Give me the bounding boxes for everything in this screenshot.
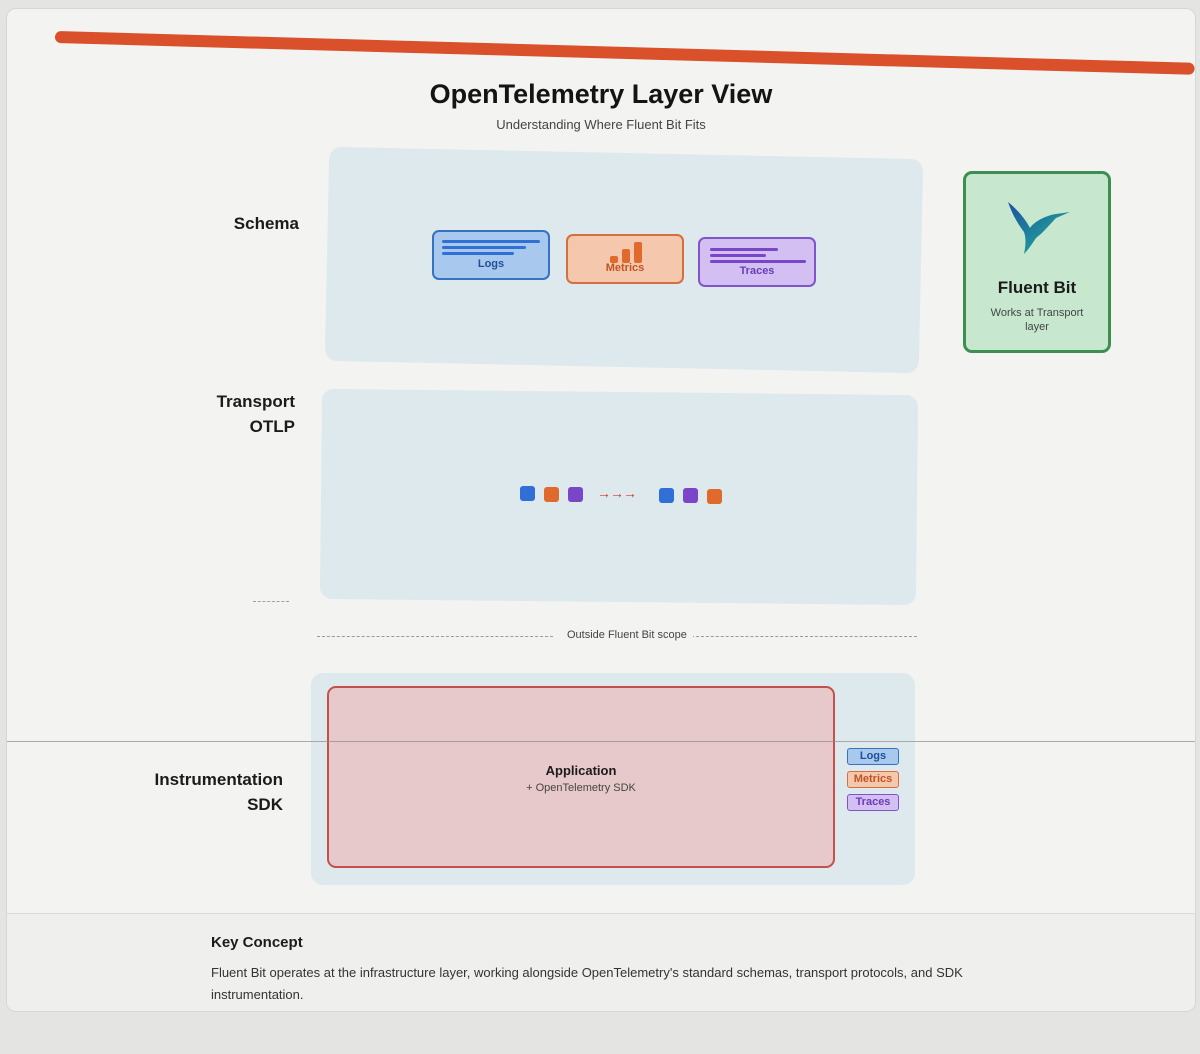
otlp-label-text: OTLP xyxy=(249,417,295,436)
log-line xyxy=(442,252,514,255)
key-concept-panel: Key Concept Fluent Bit operates at the i… xyxy=(7,913,1195,1011)
sdk-logs-tag: Logs xyxy=(847,748,899,765)
sdk-label-text: SDK xyxy=(247,795,283,814)
trace-span xyxy=(710,260,806,263)
application-subtitle: + OpenTelemetry SDK xyxy=(526,782,636,794)
schema-logs-card: Logs xyxy=(432,230,550,280)
fluent-bit-description: Works at Transport layer xyxy=(990,307,1084,333)
instrumentation-label-text: Instrumentation xyxy=(154,770,283,789)
sdk-traces-tag: Traces xyxy=(847,794,899,811)
metrics-packet-icon xyxy=(707,489,722,504)
schema-layer-label: Schema xyxy=(157,211,299,236)
logs-packet-icon xyxy=(659,488,674,503)
metric-bar xyxy=(634,242,642,263)
metric-bar xyxy=(610,256,618,263)
scope-divider: Outside Fluent Bit scope xyxy=(317,629,917,643)
diagram-subtitle: Understanding Where Fluent Bit Fits xyxy=(496,117,706,132)
scope-dash-right xyxy=(691,636,917,637)
schema-traces-card: Traces xyxy=(698,237,816,287)
trace-span xyxy=(710,254,766,257)
metric-bar xyxy=(622,249,630,263)
metrics-packet-icon xyxy=(544,487,559,502)
key-concept-text: Fluent Bit operates at the infrastructur… xyxy=(211,965,963,1002)
application-box: Application + OpenTelemetry SDK xyxy=(327,686,835,868)
sdk-metrics-tag: Metrics xyxy=(847,771,899,788)
diagram-title: OpenTelemetry Layer View xyxy=(429,79,773,109)
layer-separator xyxy=(253,601,289,602)
metrics-card-label: Metrics xyxy=(605,262,645,274)
key-concept-title: Key Concept xyxy=(211,934,303,951)
schema-label-text: Schema xyxy=(233,214,299,233)
log-line xyxy=(442,240,540,243)
hummingbird-icon xyxy=(1008,202,1070,254)
transport-arrows: →→→ xyxy=(597,485,637,501)
transport-layer-label: Transport OTLP xyxy=(157,389,295,439)
log-line xyxy=(442,246,526,249)
scope-divider-label: Outside Fluent Bit scope xyxy=(561,629,693,641)
traces-packet-icon xyxy=(568,487,583,502)
diagram-sheet: OpenTelemetry Layer View Understanding W… xyxy=(6,8,1196,1012)
instrumentation-layer-label: Instrumentation SDK xyxy=(127,767,283,817)
trace-span xyxy=(710,248,778,251)
traces-packet-icon xyxy=(683,488,698,503)
traces-card-label: Traces xyxy=(739,265,775,277)
logs-packet-icon xyxy=(520,486,535,501)
fluent-bit-card: Fluent Bit Works at Transport layer xyxy=(963,171,1111,353)
screen-glare-line xyxy=(7,741,1195,742)
logs-card-label: Logs xyxy=(477,258,505,270)
application-title: Application xyxy=(545,763,617,778)
fluent-bit-title: Fluent Bit xyxy=(997,278,1077,297)
transport-label-text: Transport xyxy=(216,392,295,411)
scope-dash-left xyxy=(317,636,553,637)
schema-metrics-card: Metrics xyxy=(566,234,684,284)
accent-bar xyxy=(54,31,1195,75)
